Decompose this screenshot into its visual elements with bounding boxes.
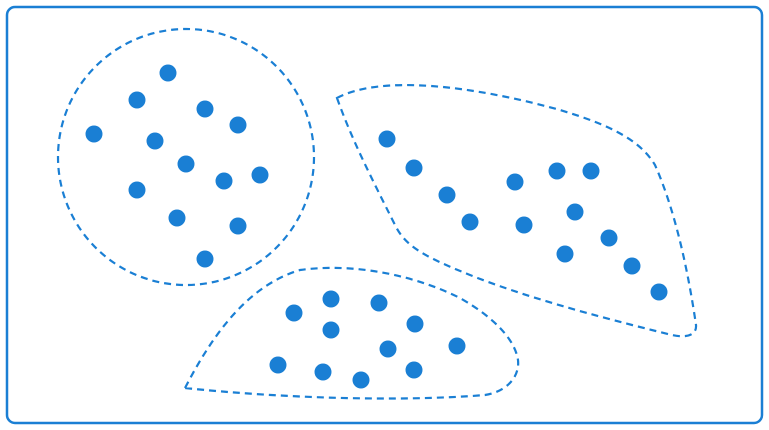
cluster-2-point bbox=[623, 257, 641, 275]
cluster-1-point bbox=[128, 181, 146, 199]
cluster-1-point bbox=[146, 132, 164, 150]
cluster-1-point bbox=[85, 125, 103, 143]
cluster-1-point bbox=[215, 172, 233, 190]
cluster-3-point bbox=[322, 290, 340, 308]
cluster-3-point bbox=[352, 371, 370, 389]
cluster-2-point bbox=[506, 173, 524, 191]
cluster-2-point bbox=[582, 162, 600, 180]
cluster-2-point bbox=[556, 245, 574, 263]
cluster-1-point bbox=[128, 91, 146, 109]
cluster-2-point bbox=[600, 229, 618, 247]
cluster-3-point bbox=[322, 321, 340, 339]
data-points bbox=[85, 64, 668, 389]
cluster-2-outline bbox=[335, 83, 698, 338]
cluster-3-point bbox=[285, 304, 303, 322]
cluster-3-point bbox=[405, 361, 423, 379]
cluster-1-point bbox=[229, 116, 247, 134]
outer-frame bbox=[5, 5, 764, 425]
cluster-1-point bbox=[159, 64, 177, 82]
cluster-1-point bbox=[196, 250, 214, 268]
cluster-1-point bbox=[177, 155, 195, 173]
cluster-3-outline bbox=[183, 266, 520, 400]
cluster-1-point bbox=[196, 100, 214, 118]
cluster-1-point bbox=[229, 217, 247, 235]
cluster-2-point bbox=[515, 216, 533, 234]
cluster-3-point bbox=[379, 340, 397, 358]
cluster-3-point bbox=[406, 315, 424, 333]
cluster-2-point bbox=[461, 213, 479, 231]
cluster-3-point bbox=[314, 363, 332, 381]
cluster-2-point bbox=[548, 162, 566, 180]
cluster-1-point bbox=[251, 166, 269, 184]
cluster-3-point bbox=[269, 356, 287, 374]
cluster-2-point bbox=[405, 159, 423, 177]
cluster-3-point bbox=[448, 337, 466, 355]
cluster-1-outline bbox=[56, 27, 316, 287]
cluster-3-point bbox=[370, 294, 388, 312]
cluster-2-point bbox=[438, 186, 456, 204]
cluster-2-point bbox=[650, 283, 668, 301]
cluster-2-point bbox=[566, 203, 584, 221]
cluster-2-point bbox=[378, 130, 396, 148]
cluster-1-point bbox=[168, 209, 186, 227]
